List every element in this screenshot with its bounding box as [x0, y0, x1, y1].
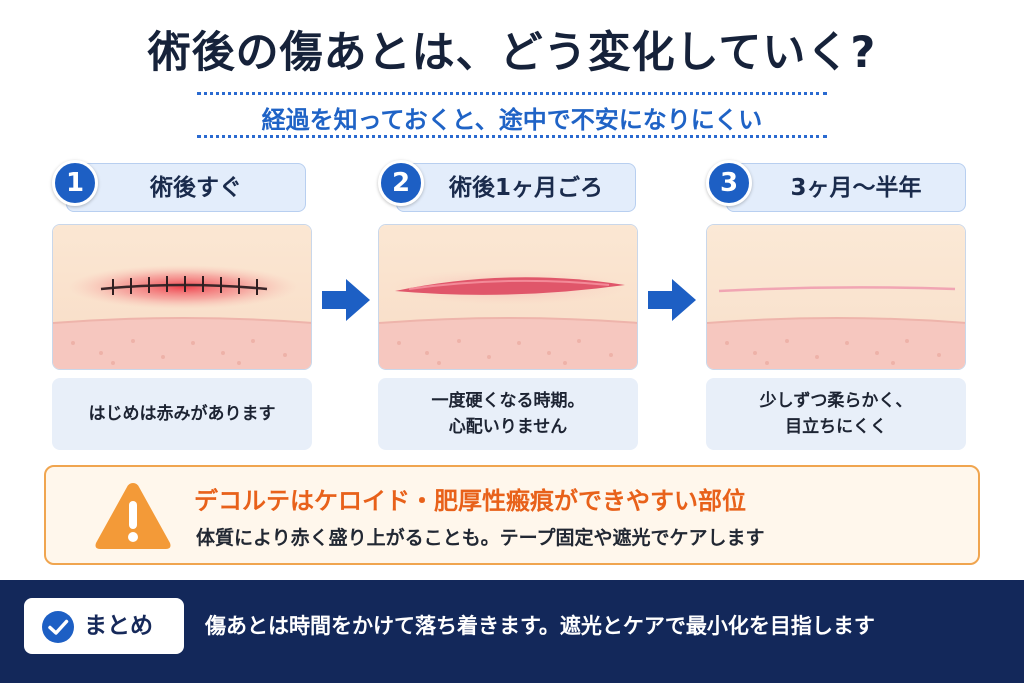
- step-2-scar-illustration: [378, 224, 638, 370]
- step-1-number-badge: 1: [52, 160, 98, 206]
- step-1-label: 術後すぐ: [150, 175, 242, 201]
- warning-triangle-icon: [95, 483, 171, 549]
- arrow-right-icon: [648, 279, 696, 321]
- step-1-description: はじめは赤みがあります: [52, 378, 312, 450]
- warning-callout: デコルテはケロイド・肥厚性瘢痕ができやすい部位 体質により赤く盛り上がることも。…: [44, 465, 980, 565]
- step-2-description-line: 心配いりません: [448, 417, 568, 437]
- step-1-description-line: はじめは赤みがあります: [88, 403, 276, 424]
- step-3-description-line: 目立ちにくく: [785, 417, 887, 437]
- arrow-right-icon: [322, 279, 370, 321]
- check-circle-icon: [42, 611, 74, 643]
- step-1-header: 術後すぐ: [66, 163, 306, 212]
- step-2-number-badge: 2: [378, 160, 424, 206]
- step-2-label: 術後1ヶ月ごろ: [448, 175, 603, 201]
- step-3-label: 3ヶ月〜半年: [790, 175, 922, 201]
- page-title: 術後の傷あとは、どう変化していく?: [147, 28, 877, 78]
- step-2-description: 一度硬くなる時期。 心配いりません: [378, 378, 638, 450]
- warning-title: デコルテはケロイド・肥厚性瘢痕ができやすい部位: [194, 487, 746, 515]
- step-2-header: 術後1ヶ月ごろ: [396, 163, 636, 212]
- step-3-number-badge: 3: [706, 160, 752, 206]
- step-3-header: 3ヶ月〜半年: [726, 163, 966, 212]
- step-3-scar-illustration: [706, 224, 966, 370]
- summary-text: 傷あとは時間をかけて落ち着きます。遮光とケアで最小化を目指します: [205, 614, 875, 638]
- subtitle: 経過を知っておくと、途中で不安になりにくい: [261, 106, 763, 134]
- step-2-description-line: 一度硬くなる時期。: [431, 390, 585, 411]
- warning-body: 体質により赤く盛り上がることも。テープ固定や遮光でケアします: [196, 527, 765, 549]
- step-3-description: 少しずつ柔らかく、 目立ちにくく: [706, 378, 966, 450]
- summary-bar: まとめ 傷あとは時間をかけて落ち着きます。遮光とケアで最小化を目指します: [0, 580, 1024, 683]
- summary-label: まとめ: [84, 613, 153, 639]
- step-1-scar-illustration: [52, 224, 312, 370]
- step-3-description-line: 少しずつ柔らかく、: [759, 390, 913, 411]
- subtitle-banner: 経過を知っておくと、途中で不安になりにくい: [197, 92, 827, 138]
- summary-badge: まとめ: [24, 598, 184, 654]
